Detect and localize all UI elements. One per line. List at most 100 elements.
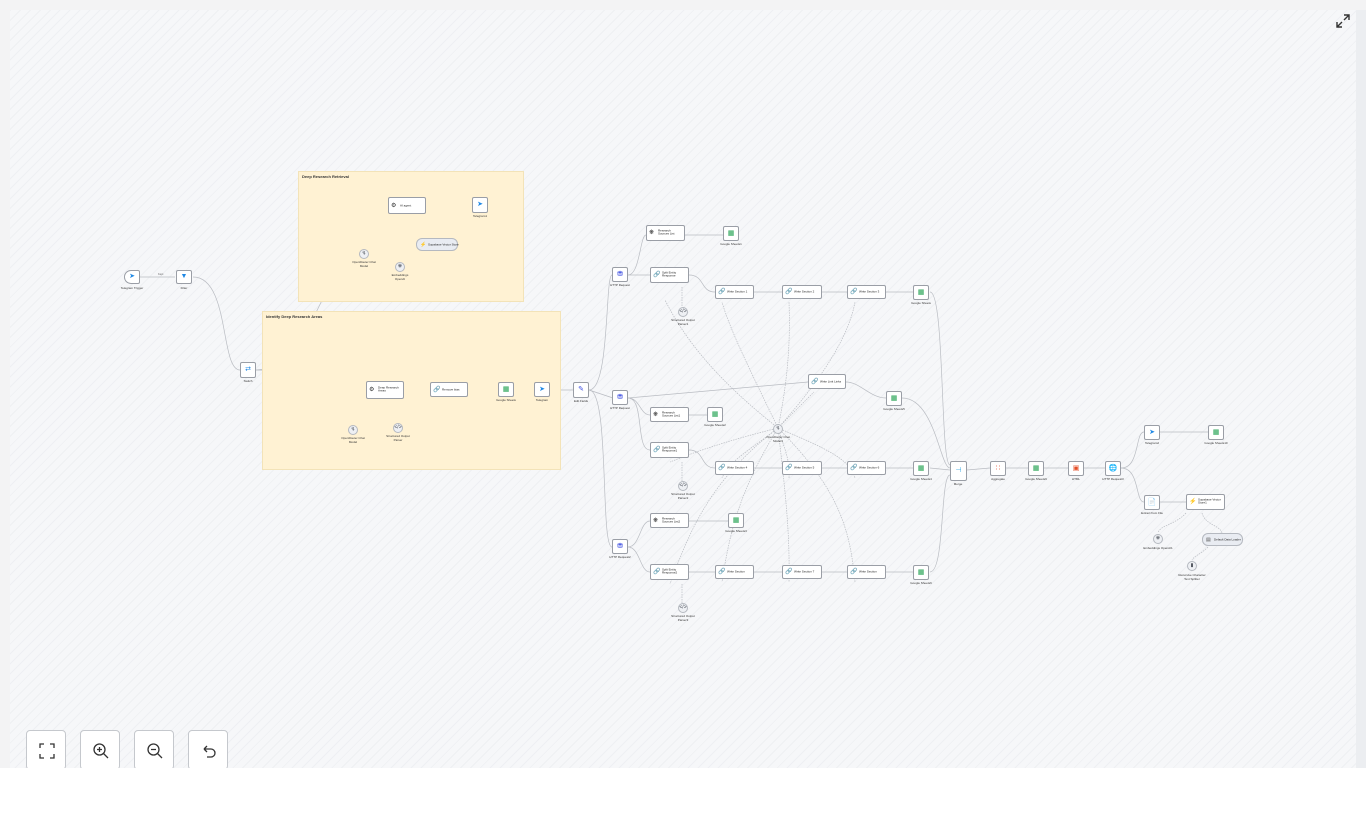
- node-google-sheets-after-aggregate[interactable]: ▦: [1028, 461, 1044, 476]
- connection-line: [777, 391, 815, 429]
- connection-line: [1191, 546, 1209, 561]
- node-research-sources-list2[interactable]: ❋ Research Sources List2: [650, 513, 689, 528]
- telegram-icon: ➤: [1149, 428, 1155, 436]
- node-google-sheets-d[interactable]: ▦: [913, 285, 929, 300]
- node-google-sheets-a[interactable]: ▦: [723, 226, 739, 241]
- connection-line: [1120, 467, 1145, 503]
- connection-line: [777, 301, 790, 429]
- node-embeddings-top[interactable]: ❋: [395, 262, 405, 272]
- fit-view-button[interactable]: [26, 730, 66, 768]
- node-research-sources-list1[interactable]: ❋ Research Sources List1: [650, 407, 689, 422]
- node-write-section-8[interactable]: 🔗 Write Section 7: [782, 565, 822, 579]
- node-structured-parser-mid[interactable]: </>: [393, 423, 403, 433]
- link-icon: 🔗: [718, 569, 726, 575]
- vertical-scrollbar[interactable]: [1356, 10, 1366, 768]
- connection-line: [1120, 431, 1145, 469]
- node-research-sources-list[interactable]: ❋ Research Sources List: [646, 225, 685, 241]
- node-google-sheets-end[interactable]: ▦: [1208, 425, 1224, 440]
- node-edit-fields[interactable]: ✎: [573, 382, 589, 398]
- workflow-canvas[interactable]: Kept Deep Research Retrieval Identify De…: [10, 10, 1356, 768]
- node-label: Merge: [953, 482, 963, 486]
- node-default-data-loader[interactable]: ▤ Default Data Loader: [1202, 533, 1243, 546]
- node-supabase-vector-store[interactable]: ⚡ Supabase Vector Store: [416, 238, 459, 251]
- node-telegram1[interactable]: ➤: [472, 197, 488, 213]
- node-google-sheets-e[interactable]: ▦: [886, 391, 902, 406]
- node-telegram-trigger[interactable]: ➤: [124, 270, 140, 284]
- node-text-splitter[interactable]: ▮: [1187, 561, 1197, 571]
- node-label: OpenRouter Chat Model1: [766, 435, 790, 443]
- node-remove-bias[interactable]: 🔗 Remove bias: [430, 382, 468, 397]
- openrouter-icon: ↯: [775, 425, 781, 432]
- node-structured-parser-a[interactable]: </>: [678, 307, 688, 317]
- node-label: Default Data Loader: [1214, 536, 1241, 541]
- database-icon: ⛃: [617, 542, 623, 550]
- node-split-entity-mid[interactable]: 🔗 Split Entity Response1: [650, 442, 689, 458]
- node-structured-parser-b[interactable]: </>: [678, 481, 688, 491]
- node-chat-model-mid[interactable]: ↯: [348, 425, 358, 435]
- node-html[interactable]: ▣: [1068, 461, 1084, 476]
- group-identify-deep-research-areas[interactable]: Identify Deep Research Areas: [262, 311, 561, 470]
- openai-icon: ❋: [649, 230, 655, 236]
- node-http-request-top[interactable]: ⛃: [612, 267, 628, 282]
- expand-button[interactable]: [1334, 12, 1352, 30]
- connection-line: [627, 397, 651, 451]
- node-label: Edit Fields: [573, 399, 589, 403]
- fit-view-icon: [39, 743, 55, 759]
- node-label: Google Sheets6: [910, 581, 932, 585]
- node-google-sheets-g[interactable]: ▦: [913, 565, 929, 580]
- node-telegram-identify[interactable]: ➤: [534, 382, 550, 397]
- node-chat-model-center[interactable]: ↯: [773, 424, 783, 434]
- node-split-entity-top[interactable]: 🔗 Split Entity Response: [650, 267, 689, 283]
- connection-line: [901, 397, 951, 469]
- node-write-link-links[interactable]: 🔗 Write Link Links: [808, 374, 846, 389]
- connection-line: [627, 234, 647, 276]
- node-write-section-3[interactable]: 🔗 Write Section 3: [847, 285, 886, 299]
- node-structured-parser-c[interactable]: </>: [678, 603, 688, 613]
- connection-line: [721, 427, 779, 583]
- node-label: HTTP Request: [610, 283, 630, 287]
- database-icon: ⛃: [617, 270, 623, 278]
- node-label: Write Section 1: [727, 289, 748, 294]
- connection-line: [669, 427, 779, 463]
- node-label: Google Sheets9: [1025, 477, 1047, 481]
- node-ai-agent[interactable]: ⚙ AI agent: [388, 197, 426, 214]
- pencil-icon: ✎: [578, 386, 584, 393]
- reset-zoom-button[interactable]: [188, 730, 228, 768]
- node-http-request-mid[interactable]: ⛃: [612, 390, 628, 405]
- node-switch[interactable]: ⇄: [240, 362, 256, 378]
- connection-line: [627, 381, 809, 399]
- node-telegram-end[interactable]: ➤: [1144, 425, 1160, 440]
- node-aggregate[interactable]: ∷: [990, 461, 1006, 476]
- node-supabase-vector-store-end[interactable]: ⚡ Supabase Vector Store1: [1186, 494, 1225, 510]
- node-write-section-5[interactable]: 🔗 Write Section 5: [782, 461, 822, 475]
- node-write-section-1[interactable]: 🔗 Write Section 1: [715, 285, 754, 299]
- group-deep-research-retrieval[interactable]: Deep Research Retrieval: [298, 171, 524, 302]
- node-google-sheets-b[interactable]: ▦: [707, 407, 723, 422]
- connection-line: [588, 389, 613, 548]
- node-google-sheets-identify[interactable]: ▦: [498, 382, 514, 397]
- node-write-section-2[interactable]: 🔗 Write Section 2: [782, 285, 822, 299]
- node-chat-model-top[interactable]: ↯: [359, 249, 369, 259]
- connection-line: [1157, 512, 1187, 534]
- node-filter[interactable]: ▼: [176, 270, 192, 284]
- node-google-sheets-f[interactable]: ▦: [913, 461, 929, 476]
- node-write-section-7[interactable]: 🔗 Write Section: [715, 565, 754, 579]
- node-extract-from-file[interactable]: 📄: [1144, 495, 1160, 510]
- node-write-section-9[interactable]: 🔗 Write Section: [847, 565, 886, 579]
- node-google-sheets-c[interactable]: ▦: [728, 513, 744, 528]
- connection-line: [627, 397, 651, 416]
- node-merge[interactable]: ⊣: [950, 461, 967, 481]
- node-http-request-bot[interactable]: ⛃: [612, 539, 628, 554]
- zoom-in-button[interactable]: [80, 730, 120, 768]
- zoom-out-button[interactable]: [134, 730, 174, 768]
- node-write-section-6[interactable]: 🔗 Write Section 6: [847, 461, 886, 475]
- expand-icon: [1336, 14, 1350, 28]
- node-deep-research-areas[interactable]: ⚙ Deep Research Areas: [366, 381, 404, 399]
- node-embeddings-end[interactable]: ❋: [1153, 534, 1163, 544]
- node-http-request-end[interactable]: 🌐: [1105, 461, 1121, 476]
- node-split-entity-bot[interactable]: 🔗 Split Entity Response2: [650, 564, 689, 580]
- node-label: Write Section 7: [794, 569, 815, 574]
- telegram-icon: ➤: [539, 385, 545, 393]
- node-write-section-4[interactable]: 🔗 Write Section 4: [715, 461, 754, 475]
- node-label: HTTP Request: [610, 406, 630, 410]
